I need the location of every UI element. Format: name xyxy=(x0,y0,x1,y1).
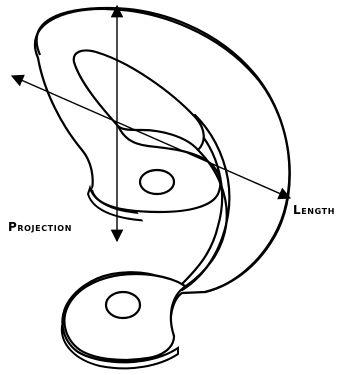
projection-label: Projection xyxy=(8,220,72,234)
upper-tab-hole xyxy=(138,168,176,196)
length-arrow xyxy=(10,74,292,200)
lower-eyelet-hole xyxy=(104,290,142,320)
length-label: Length xyxy=(293,203,335,217)
